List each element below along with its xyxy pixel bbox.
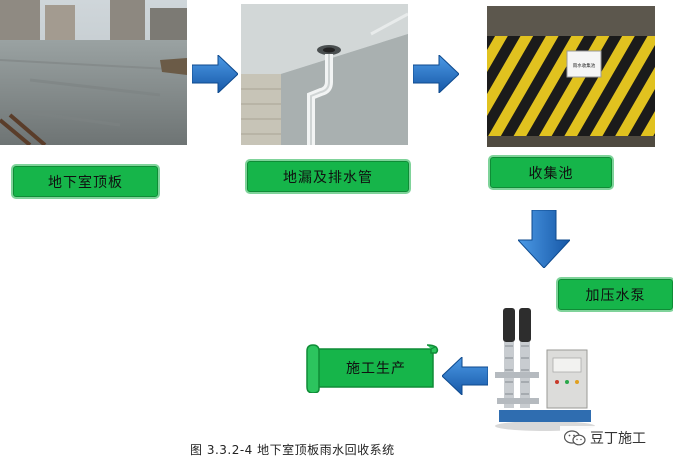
brand-watermark: 豆丁施工 [560,426,650,450]
arrow-right-icon [413,55,459,93]
label-construction-use-text: 施工生产 [346,361,406,377]
label-collection-tank: 收集池 [488,155,614,190]
figure-caption: 图 3.3.2-4 地下室顶板雨水回收系统 [190,443,395,457]
label-booster-pump: 加压水泵 [556,277,673,312]
collection-tank-photo: 雨水收集池 [487,6,655,147]
arrow-right-icon [192,55,238,93]
brand-text: 豆丁施工 [590,431,646,447]
tank-sign-text: 雨水收集池 [573,62,596,69]
arrow-down-icon [518,210,570,268]
drain-pipe-photo [241,4,408,145]
concrete-roof-photo [0,0,187,145]
label-drain-pipe: 地漏及排水管 [245,159,411,194]
wechat-icon [564,430,586,446]
arrow-left-icon [442,357,488,395]
pump-unit-photo [493,302,595,432]
label-basement-roof: 地下室顶板 [11,164,160,199]
label-construction-use: 施工生产 [303,343,439,393]
